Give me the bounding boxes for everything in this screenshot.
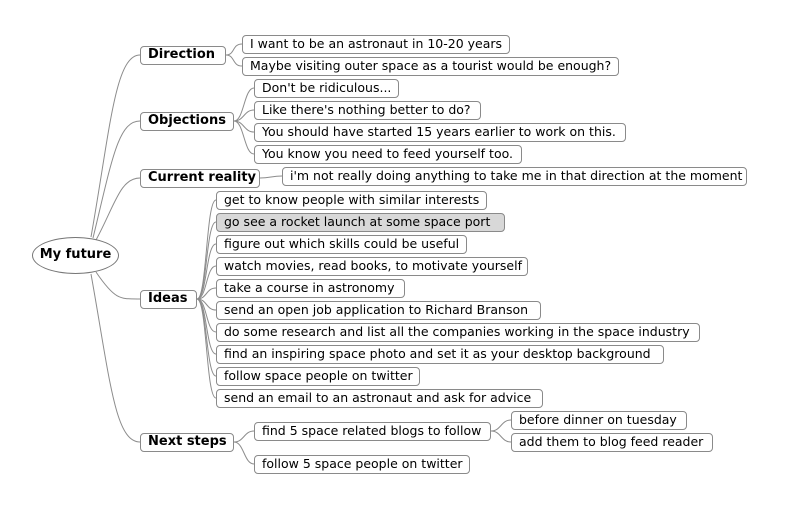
leaf-label: get to know people with similar interest… [224, 192, 480, 207]
link-root-current-reality [95, 177, 141, 241]
leaf-label: Maybe visiting outer space as a tourist … [250, 58, 612, 73]
leaf-node[interactable]: get to know people with similar interest… [216, 191, 487, 210]
leaf-node[interactable]: before dinner on tuesday [511, 411, 687, 430]
leaf-node[interactable]: add them to blog feed reader [511, 433, 713, 452]
leaf-label: I want to be an astronaut in 10-20 years [250, 36, 503, 51]
branch-label: Direction [148, 47, 216, 62]
branch-label: Next steps [148, 434, 227, 449]
leaf-node[interactable]: find 5 space related blogs to follow [254, 422, 491, 441]
leaf-label: i'm not really doing anything to take me… [290, 168, 743, 183]
branch-label: Objections [148, 113, 226, 128]
leaf-node[interactable]: follow space people on twitter [216, 367, 420, 386]
branch-ideas[interactable]: Ideas [140, 290, 197, 309]
link-root-direction [90, 54, 141, 238]
leaf-label: send an open job application to Richard … [224, 302, 529, 317]
leaf-label: add them to blog feed reader [519, 434, 704, 449]
leaf-node[interactable]: Like there's nothing better to do? [254, 101, 481, 120]
link-root-ideas [95, 271, 141, 300]
leaf-node[interactable]: send an open job application to Richard … [216, 301, 541, 320]
leaf-label: find 5 space related blogs to follow [262, 423, 482, 438]
leaf-label: You know you need to feed yourself too. [262, 146, 513, 161]
branch-direction[interactable]: Direction [140, 46, 226, 65]
branch-current-reality[interactable]: Current reality [140, 169, 260, 188]
leaf-node[interactable]: do some research and list all the compan… [216, 323, 700, 342]
leaf-node[interactable]: send an email to an astronaut and ask fo… [216, 389, 543, 408]
leaf-label: You should have started 15 years earlier… [262, 124, 616, 139]
leaf-label: follow space people on twitter [224, 368, 413, 383]
leaf-node[interactable]: You know you need to feed yourself too. [254, 145, 522, 164]
branch-label: Ideas [148, 291, 188, 306]
leaf-label: Like there's nothing better to do? [262, 102, 471, 117]
leaf-node[interactable]: take a course in astronomy [216, 279, 405, 298]
branch-label: Current reality [148, 170, 257, 185]
leaf-label: follow 5 space people on twitter [262, 456, 463, 471]
leaf-node[interactable]: find an inspiring space photo and set it… [216, 345, 664, 364]
leaf-label: find an inspiring space photo and set it… [224, 346, 651, 361]
leaf-label: go see a rocket launch at some space por… [224, 214, 491, 229]
leaf-node[interactable]: Maybe visiting outer space as a tourist … [242, 57, 619, 76]
root-node[interactable]: My future [32, 237, 119, 274]
link-root-next-steps [90, 273, 141, 443]
link-root-objections [92, 120, 141, 239]
leaf-node[interactable]: i'm not really doing anything to take me… [282, 167, 747, 186]
leaf-label: take a course in astronomy [224, 280, 395, 295]
leaf-node-selected[interactable]: go see a rocket launch at some space por… [216, 213, 505, 232]
leaf-node[interactable]: Don't be ridiculous... [254, 79, 399, 98]
leaf-label: Don't be ridiculous... [262, 80, 392, 95]
leaf-node[interactable]: figure out which skills could be useful [216, 235, 467, 254]
leaf-node[interactable]: You should have started 15 years earlier… [254, 123, 626, 142]
leaf-node[interactable]: follow 5 space people on twitter [254, 455, 470, 474]
leaf-label: figure out which skills could be useful [224, 236, 460, 251]
leaf-label: before dinner on tuesday [519, 412, 677, 427]
leaf-label: do some research and list all the compan… [224, 324, 690, 339]
root-label: My future [39, 247, 112, 262]
branch-objections[interactable]: Objections [140, 112, 234, 131]
branch-next-steps[interactable]: Next steps [140, 433, 234, 452]
leaf-label: watch movies, read books, to motivate yo… [224, 258, 522, 273]
leaf-label: send an email to an astronaut and ask fo… [224, 390, 532, 405]
leaf-node[interactable]: watch movies, read books, to motivate yo… [216, 257, 528, 276]
leaf-node[interactable]: I want to be an astronaut in 10-20 years [242, 35, 510, 54]
